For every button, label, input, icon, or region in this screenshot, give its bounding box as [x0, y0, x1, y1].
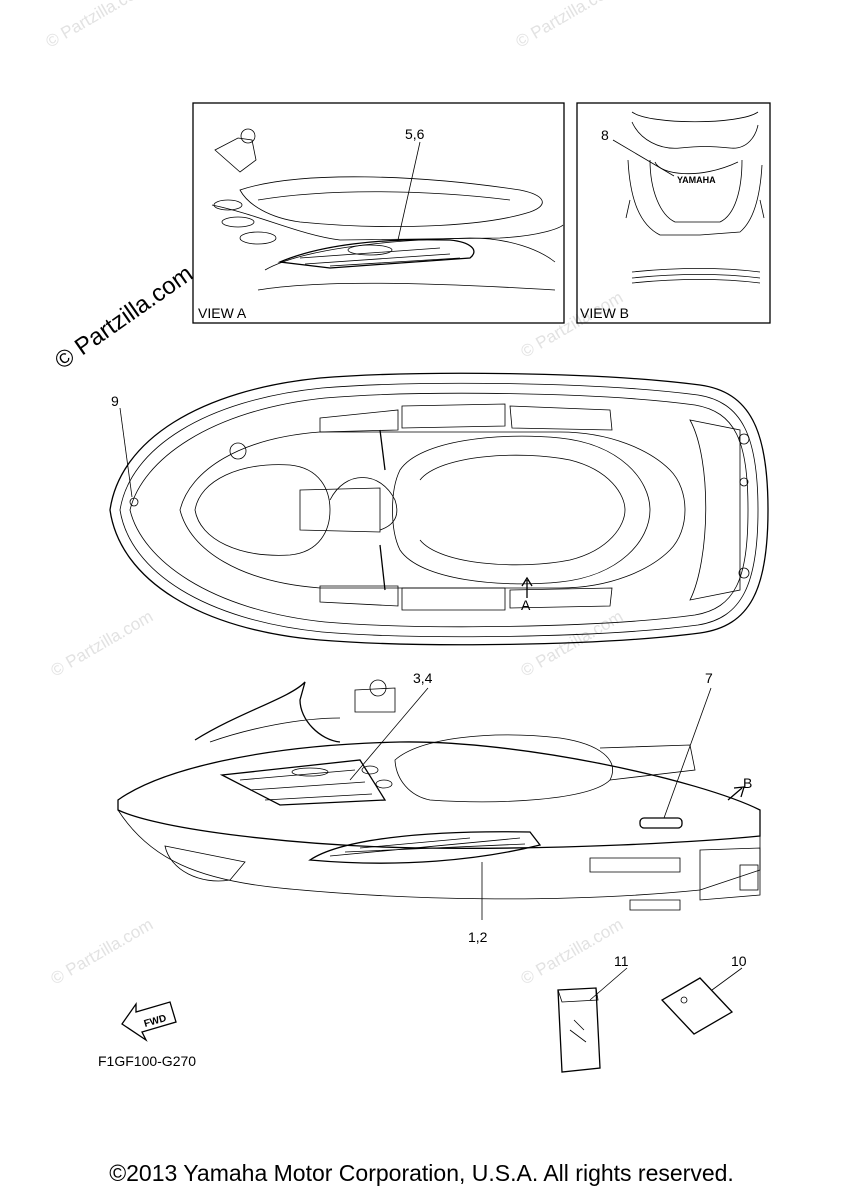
- view-a-arrow-label: A: [521, 597, 531, 613]
- figure-code: F1GF100-G270: [98, 1053, 196, 1069]
- part-10-card: 10: [660, 953, 747, 1035]
- fwd-arrow-icon: FWD: [121, 1001, 177, 1042]
- callout-8: 8: [601, 127, 609, 143]
- view-b-label: VIEW B: [580, 305, 629, 321]
- callout-3-4: 3,4: [413, 670, 433, 686]
- callout-7: 7: [705, 670, 713, 686]
- view-b-arrow-label: B: [743, 775, 752, 791]
- watermark-text: © Partzilla.com: [513, 0, 622, 51]
- fwd-label: FWD: [143, 1013, 168, 1030]
- watermark-text: © Partzilla.com: [48, 607, 157, 681]
- callout-5-6: 5,6: [405, 126, 425, 142]
- copyright-notice: ©2013 Yamaha Motor Corporation, U.S.A. A…: [109, 1160, 734, 1186]
- view-b-panel: YAMAHA 8 VIEW B: [576, 102, 771, 324]
- side-view-watercraft: 3,4 7 1,2 B: [117, 670, 761, 945]
- yamaha-logo-decal: YAMAHA: [677, 175, 716, 185]
- faint-watermarks: © Partzilla.com © Partzilla.com © Partzi…: [43, 0, 627, 988]
- watermark-text: © Partzilla.com: [48, 915, 157, 989]
- top-view-watercraft: 9 A: [109, 372, 769, 646]
- watermark-text: © Partzilla.com: [43, 0, 152, 51]
- part-11-pouch: 11: [557, 953, 629, 1073]
- partzilla-watermark: © Partzilla.com: [50, 260, 198, 375]
- watermark-text: © Partzilla.com: [518, 288, 627, 362]
- watermark-text: © Partzilla.com: [518, 915, 627, 989]
- callout-9: 9: [111, 393, 119, 409]
- view-a-label: VIEW A: [198, 305, 247, 321]
- callout-11: 11: [614, 953, 629, 969]
- callout-10: 10: [731, 953, 747, 969]
- callout-1-2: 1,2: [468, 929, 488, 945]
- view-a-panel: 5,6 VIEW A: [192, 102, 565, 324]
